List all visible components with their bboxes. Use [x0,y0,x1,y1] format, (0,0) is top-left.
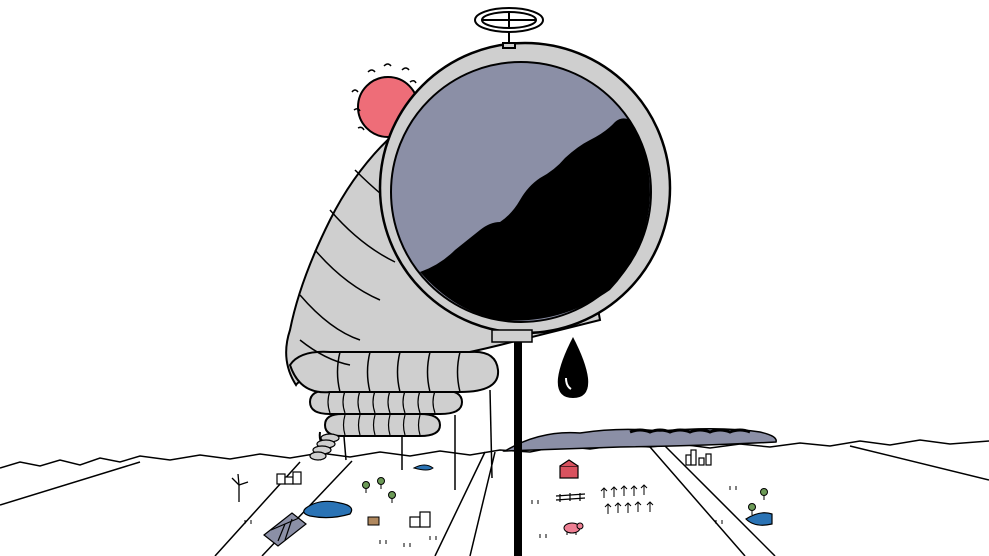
barn-icon [559,459,579,479]
wind-turbine-icon [231,473,249,502]
oil-fill [420,118,650,321]
buildings [409,449,712,528]
pipe-mouth [378,41,672,335]
distant-oil-pool [504,427,777,452]
fence [555,493,586,502]
solar-panel-icon [263,512,307,547]
pipe-outlet [491,329,533,343]
field-roads [0,445,989,556]
hay-bale [367,516,380,526]
small-marks [244,486,737,547]
valve-wheel-icon [474,7,544,49]
pipe-coils [308,389,464,461]
pig-icon [563,522,584,535]
oil-stem [514,338,522,556]
trees [362,477,768,515]
oil-drop-icon [557,337,589,398]
pond [303,464,773,526]
orchard [600,484,654,514]
factory [276,471,302,485]
